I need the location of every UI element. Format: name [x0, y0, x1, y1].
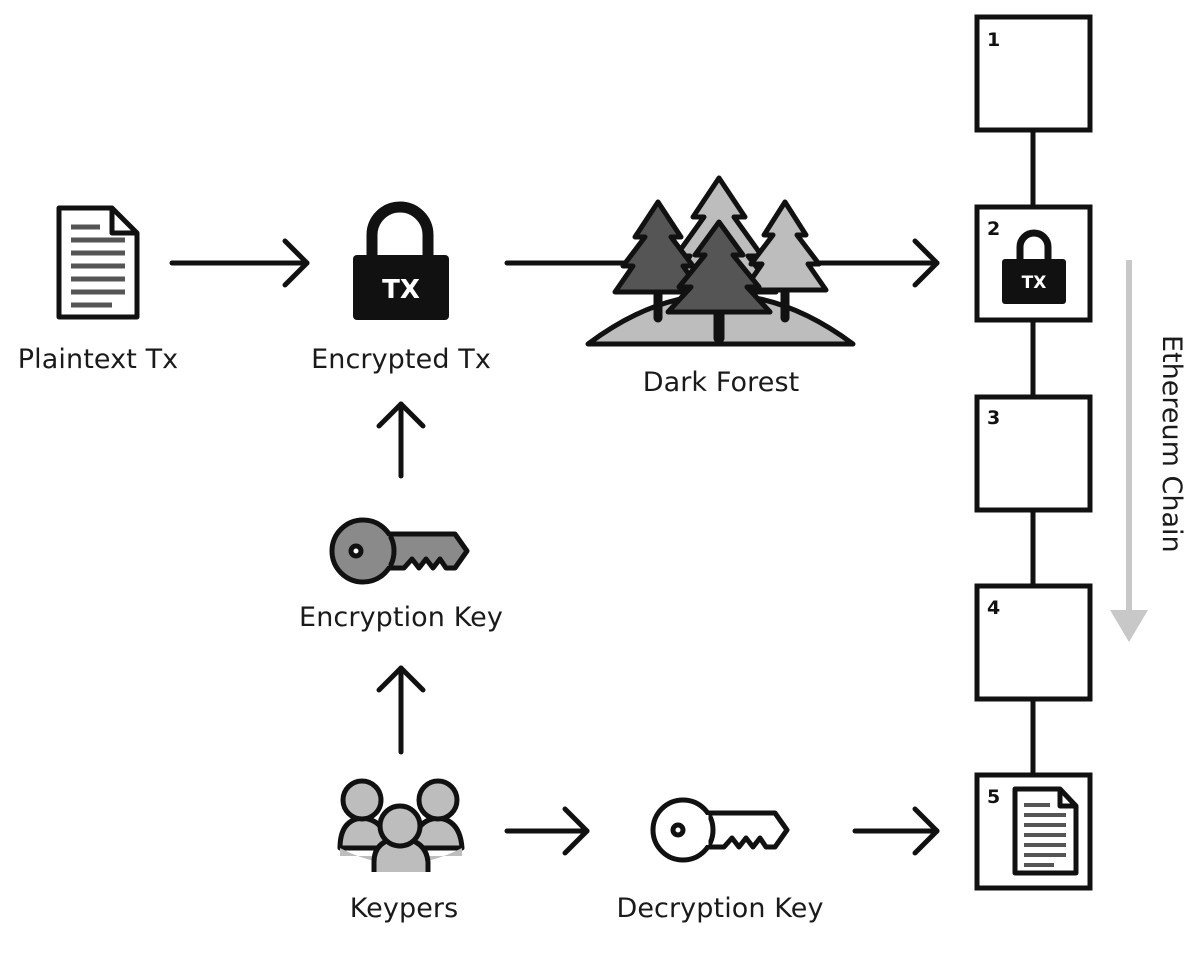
- plaintext-document-icon: [56, 205, 140, 320]
- decryption-key-label: Decryption Key: [616, 893, 824, 924]
- block-number-1: 1: [987, 29, 1001, 51]
- arrow-plaintext-to-encrypted: [169, 238, 310, 288]
- block-lock-tx-text: TX: [1022, 273, 1047, 293]
- encryption-key-label: Encryption Key: [299, 602, 503, 633]
- block-lock-icon: TX: [1002, 229, 1066, 304]
- arrow-decryption-to-chain: [852, 806, 940, 856]
- block-number-3: 3: [987, 407, 1001, 429]
- chain-direction-arrow: [1110, 260, 1148, 642]
- plaintext-tx-label: Plaintext Tx: [17, 344, 179, 375]
- arrow-keypers-to-decryption-key: [504, 806, 590, 856]
- ethereum-chain-label: Ethereum Chain: [1156, 335, 1187, 553]
- block-1: [974, 14, 1093, 133]
- block-number-5: 5: [987, 786, 1001, 808]
- decryption-key-icon: [650, 797, 790, 863]
- block-4: [974, 583, 1093, 702]
- forest-icon: [585, 175, 856, 347]
- dark-forest-label: Dark Forest: [642, 367, 800, 398]
- encryption-key-icon: [329, 517, 470, 585]
- lock-icon: TX: [353, 201, 449, 320]
- arrow-key-to-encrypted: [376, 401, 426, 479]
- keypers-label: Keypers: [349, 893, 459, 924]
- block-document-icon: [1012, 786, 1079, 876]
- block-3: [974, 394, 1093, 513]
- encrypted-tx-label: Encrypted Tx: [311, 344, 491, 375]
- arrow-keypers-to-encryption-key: [376, 665, 426, 755]
- block-number-4: 4: [987, 597, 1001, 619]
- block-number-2: 2: [987, 218, 1001, 240]
- people-icon: [337, 778, 465, 872]
- lock-tx-text: TX: [382, 275, 420, 305]
